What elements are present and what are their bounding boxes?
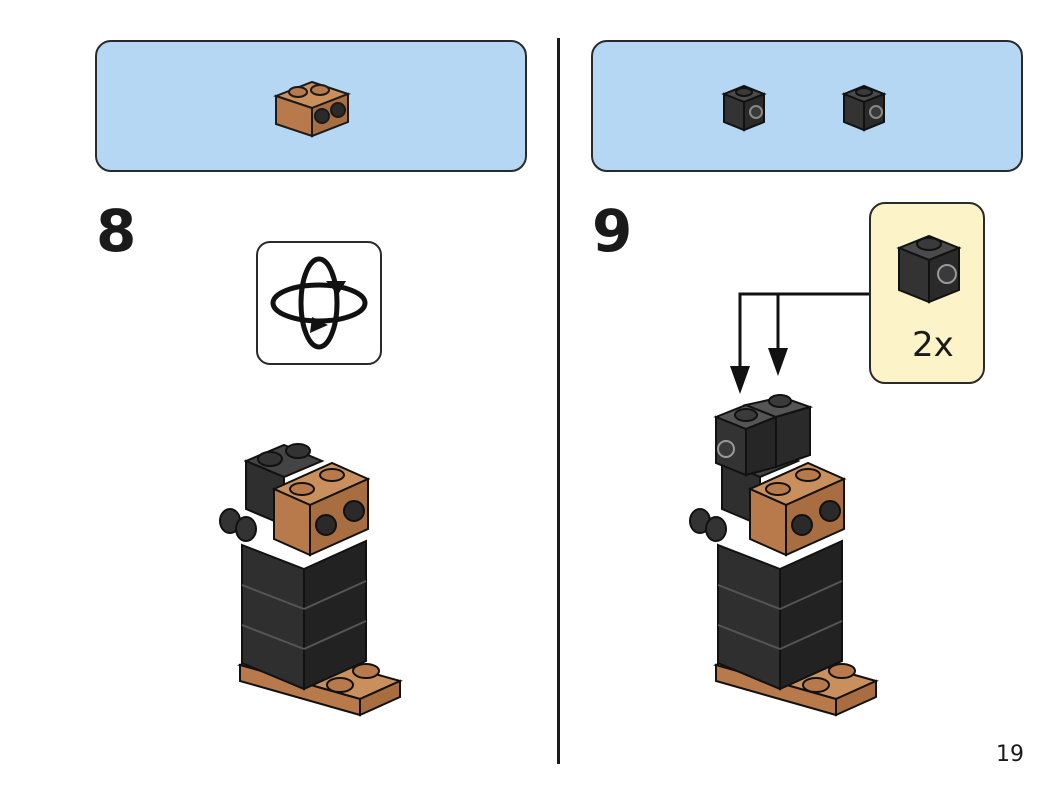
black-1x1-brick-side-stud-icon	[896, 234, 962, 304]
rotate-model-box	[256, 241, 382, 365]
black-1x1-brick-icon	[721, 84, 767, 132]
part-quantity: 2x	[912, 325, 954, 365]
page-divider	[557, 38, 560, 764]
step9-parts-panel	[591, 40, 1023, 172]
rotate-model-icon	[270, 256, 368, 350]
black-1x1-brick-icon	[841, 84, 887, 132]
brown-1x2-brick-icon	[273, 80, 351, 138]
step9-model	[689, 394, 879, 717]
page-number: 19	[996, 742, 1024, 767]
placement-arrows	[730, 292, 869, 394]
step-number-8: 8	[96, 197, 137, 265]
step-number-9: 9	[592, 197, 633, 265]
step8-model	[219, 443, 403, 717]
